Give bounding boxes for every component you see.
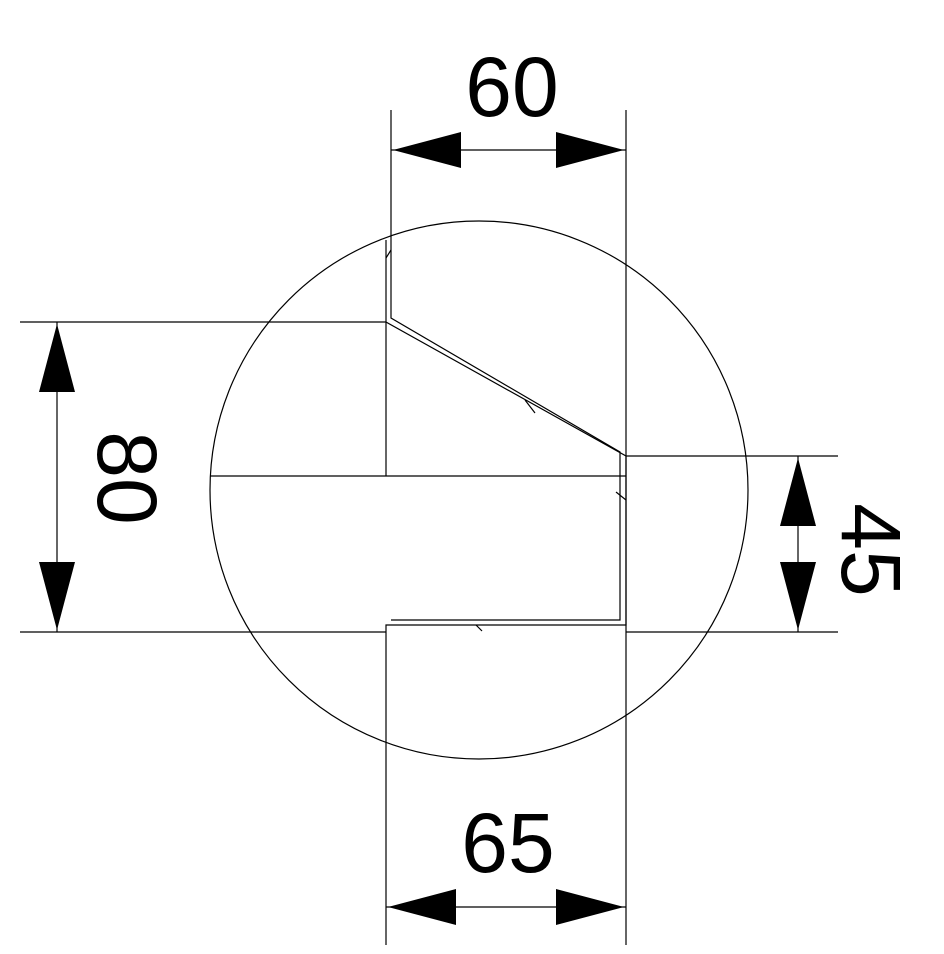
extension-lines xyxy=(20,110,838,945)
dimension-top-label: 60 xyxy=(465,40,558,134)
dimension-right-label: 45 xyxy=(824,503,918,596)
arrow-right-icon xyxy=(556,132,624,168)
arrow-up-icon xyxy=(780,458,816,526)
dimension-right: 45 xyxy=(780,456,918,632)
arrow-up-icon xyxy=(39,324,75,392)
dimension-top: 60 xyxy=(391,40,626,168)
arrow-right-icon xyxy=(556,889,624,925)
arrow-down-icon xyxy=(39,562,75,630)
arrow-left-icon xyxy=(393,132,461,168)
arrow-left-icon xyxy=(388,889,456,925)
dimension-left-label: 80 xyxy=(80,431,174,524)
dimension-left: 80 xyxy=(39,322,174,632)
arrow-down-icon xyxy=(780,562,816,630)
detail-circle xyxy=(209,220,749,760)
part-profile xyxy=(210,236,627,945)
dimension-bottom-label: 65 xyxy=(461,796,554,890)
dimension-bottom: 65 xyxy=(386,796,626,925)
